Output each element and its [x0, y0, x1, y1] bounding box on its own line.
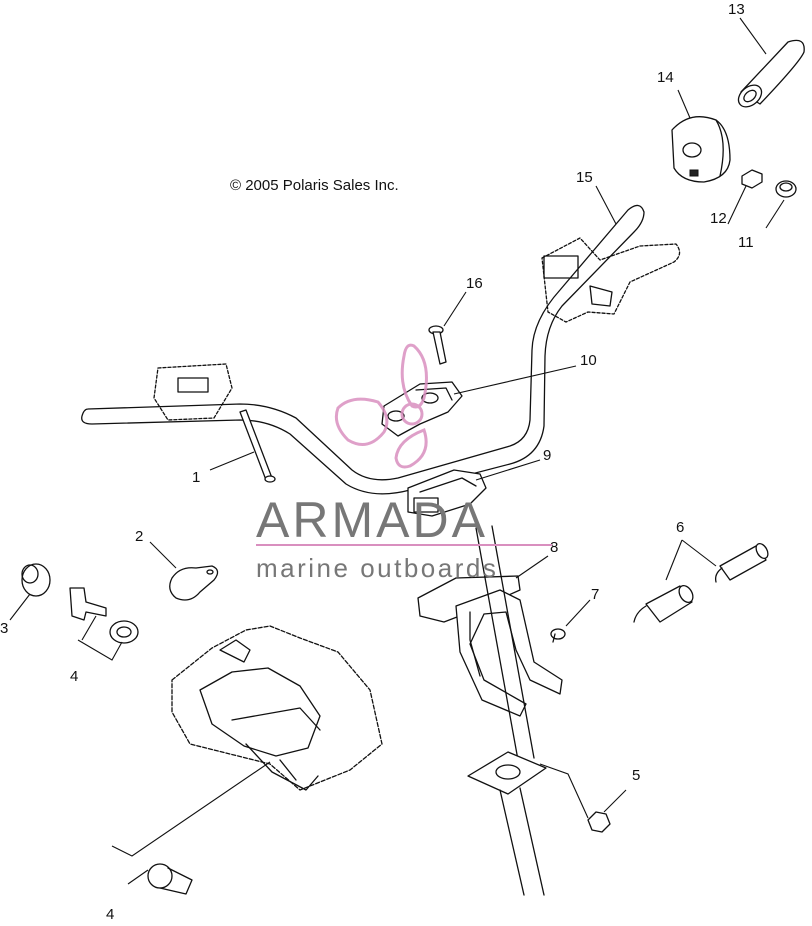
leader-8: [515, 555, 549, 579]
leader-10: [453, 365, 577, 395]
callout-14: 14: [657, 69, 674, 86]
part-hood-panel: [171, 625, 383, 791]
callout-11: 11: [738, 234, 754, 251]
leader-6a: [665, 539, 683, 581]
callout-7: 7: [591, 586, 599, 603]
part-switch-housing-14: [671, 116, 731, 183]
leader-16: [443, 291, 467, 327]
callout-13: 13: [728, 1, 745, 18]
leader-7: [565, 599, 591, 627]
watermark-propeller-logo: [334, 343, 428, 469]
callout-2: 2: [135, 528, 143, 545]
part-nut-5: [587, 811, 611, 833]
leader-11: [765, 199, 785, 229]
callout-labels: 1 2 3 4 4 5 6 7 8 9 10 11 12 13 14 15 16: [0, 1, 754, 923]
callout-8: 8: [550, 539, 558, 556]
part-screw-7: [550, 628, 566, 643]
leader-13: [739, 17, 767, 55]
leader-2: [149, 541, 177, 569]
leader-5-post: [539, 763, 589, 819]
callout-1: 1: [192, 469, 200, 486]
watermark-subtitle: marine outboards: [256, 553, 498, 583]
callout-5: 5: [632, 767, 640, 784]
leader-lines: [9, 17, 785, 885]
part-nut-12: [741, 169, 763, 189]
part-key-4: [69, 587, 139, 644]
leader-4a-key: [81, 615, 97, 641]
part-switches-6: [633, 542, 769, 623]
watermark-title: ARMADA: [256, 492, 488, 548]
leader-5: [603, 789, 627, 813]
callout-15: 15: [576, 169, 593, 186]
callout-4a: 4: [70, 668, 78, 685]
callout-16: 16: [466, 275, 483, 292]
leader-3: [9, 593, 31, 621]
leader-15: [595, 185, 617, 225]
callout-4b: 4: [106, 906, 114, 921]
leader-12: [727, 185, 747, 225]
part-ring-3: [21, 563, 51, 597]
part-bracket-8: [417, 575, 563, 717]
watermark: ARMADA marine outboards: [256, 343, 552, 583]
part-grip-13: [737, 39, 805, 108]
leader-9: [475, 459, 541, 481]
leader-1: [209, 451, 255, 471]
callout-12: 12: [710, 210, 727, 227]
leader-6b: [681, 539, 717, 567]
part-grommet-4b: [147, 863, 193, 895]
part-bolt-16: [428, 325, 447, 365]
part-handlebar-15: [81, 204, 681, 495]
callout-6: 6: [676, 519, 684, 536]
part-lower-clamp-9: [407, 469, 487, 517]
callout-10: 10: [580, 352, 597, 369]
part-steering-post: [467, 525, 547, 896]
part-cap-2: [169, 565, 219, 601]
callout-3: 3: [0, 620, 8, 637]
leader-4b-hood: [111, 761, 271, 857]
copyright-text: © 2005 Polaris Sales Inc.: [230, 177, 399, 194]
leader-4b: [127, 869, 149, 885]
leader-14: [677, 89, 691, 119]
callout-9: 9: [543, 447, 551, 464]
part-cap-11: [775, 180, 797, 198]
part-long-bolt-1: [239, 409, 276, 483]
leader-4a: [77, 639, 123, 661]
